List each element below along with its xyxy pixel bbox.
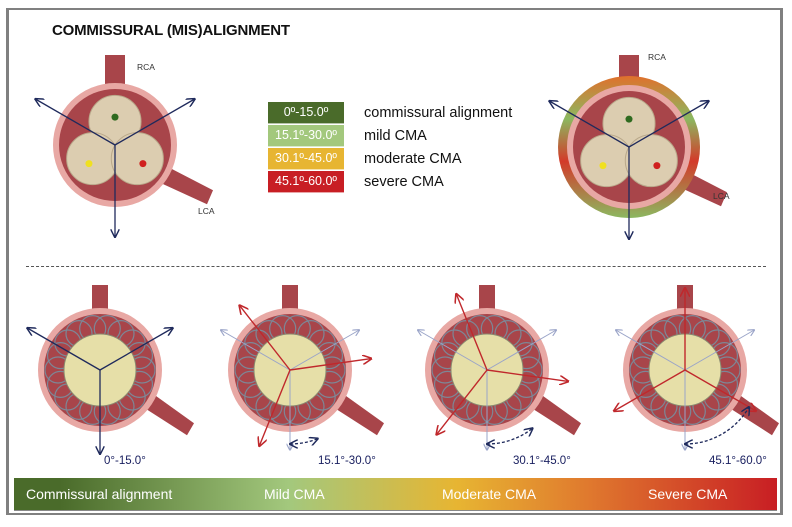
angle-label: 30.1°-45.0° — [513, 455, 571, 467]
angle-label: 15.1°-30.0° — [318, 455, 376, 467]
gradient-label: Severe CMA — [648, 486, 728, 502]
green-marker — [625, 115, 633, 123]
legend-label: commissural alignment — [364, 104, 513, 121]
tav-valve-diagram — [610, 285, 779, 455]
tav-valve-diagram — [25, 285, 194, 455]
lca-label: LCA — [713, 191, 730, 201]
tav-valve-diagram — [215, 285, 384, 455]
legend-item: 15.1º-30.0º mild CMA — [268, 124, 512, 147]
tav-commissure-arrow — [684, 369, 756, 411]
rca-vessel — [92, 285, 108, 314]
native-commissure-arrow — [616, 330, 686, 371]
legend-item: 0º-15.0º commissural alignment — [268, 101, 512, 124]
legend-item: 30.1º-45.0º moderate CMA — [268, 147, 512, 170]
misalignment-arc — [290, 439, 318, 444]
rca-label: RCA — [137, 62, 155, 72]
misalignment-arc — [487, 428, 533, 444]
rca-vessel — [105, 55, 125, 89]
legend-swatch: 45.1º-60.0º — [268, 170, 344, 193]
commissure-arrow — [99, 328, 173, 371]
gradient-label: Mild CMA — [264, 486, 325, 502]
lca-label: LCA — [198, 206, 215, 216]
figure-title: COMMISSURAL (MIS)ALIGNMENT — [52, 22, 290, 39]
legend-item: 45.1º-60.0º severe CMA — [268, 170, 512, 193]
angle-label: 0°-15.0° — [104, 455, 146, 467]
tav-valve-diagram — [412, 285, 581, 455]
native-valve-diagram — [30, 55, 213, 245]
red-marker — [139, 160, 147, 168]
angle-label: 45.1°-60.0° — [709, 455, 767, 467]
native-valve-ring-diagram — [532, 55, 727, 255]
tav-commissure-arrow — [614, 369, 686, 411]
legend-label: severe CMA — [364, 173, 444, 190]
tav-commissure-arrow — [259, 369, 291, 446]
severity-gradient-bar: Commissural alignment Mild CMA Moderate … — [14, 478, 777, 511]
legend-swatch: 0º-15.0º — [268, 101, 344, 124]
tav-commissure-arrow — [240, 305, 291, 371]
legend-label: mild CMA — [364, 127, 427, 144]
gradient-label: Commissural alignment — [26, 486, 173, 502]
tav-commissure-arrow — [437, 369, 488, 435]
red-marker — [653, 162, 661, 170]
commissure-arrow — [27, 328, 101, 371]
section-divider — [26, 266, 766, 267]
commissure-arrow — [549, 101, 630, 148]
legend: 0º-15.0º commissural alignment 15.1º-30.… — [268, 101, 512, 193]
native-commissure-arrow — [486, 330, 556, 371]
native-commissure-arrow — [289, 330, 359, 371]
native-commissure-arrow — [418, 330, 488, 371]
green-marker — [111, 113, 119, 121]
valve-cusp — [110, 132, 164, 186]
rca-label: RCA — [648, 52, 666, 62]
yellow-marker — [599, 162, 607, 170]
native-commissure-arrow — [684, 330, 754, 371]
commissure-arrow — [114, 99, 195, 146]
legend-label: moderate CMA — [364, 150, 462, 167]
legend-swatch: 15.1º-30.0º — [268, 124, 344, 147]
rca-vessel — [282, 285, 298, 314]
rca-vessel — [479, 285, 495, 314]
legend-swatch: 30.1º-45.0º — [268, 147, 344, 170]
commissure-arrow — [628, 101, 709, 148]
valve-cusp — [624, 134, 678, 188]
tav-commissure-arrow — [289, 359, 371, 371]
commissure-arrow — [35, 99, 116, 146]
tav-commissure-arrow — [486, 369, 568, 381]
tav-commissure-arrow — [456, 294, 488, 371]
gradient-label: Moderate CMA — [442, 486, 537, 502]
yellow-marker — [85, 160, 93, 168]
native-commissure-arrow — [221, 330, 291, 371]
